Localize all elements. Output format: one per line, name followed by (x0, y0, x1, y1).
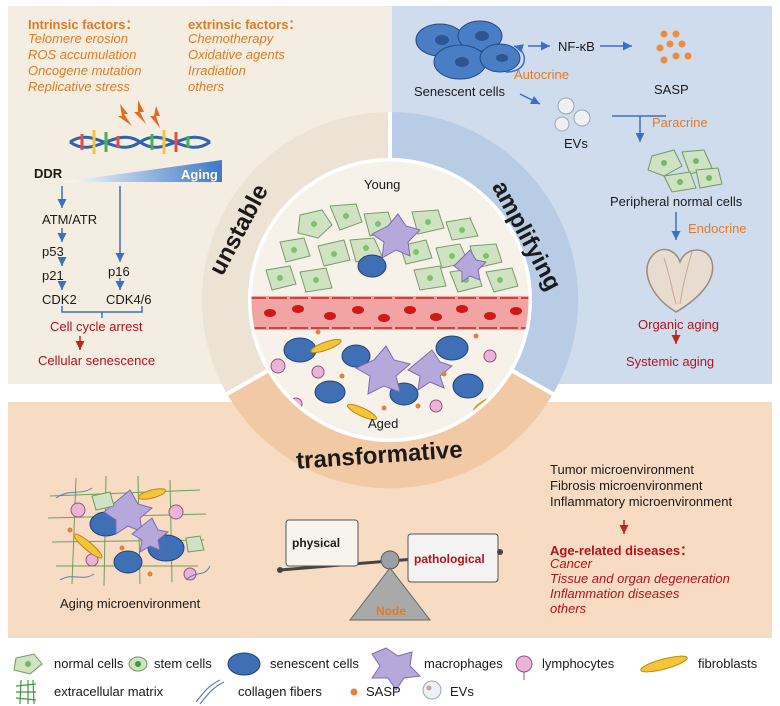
dna-helix-icon (69, 100, 211, 154)
extrinsic-item: others (188, 79, 225, 94)
pathological-label: pathological (414, 552, 485, 566)
disease-item: others (550, 601, 587, 616)
senescent-cells-label: Senescent cells (414, 84, 506, 99)
legend-senescent-cells: senescent cells (270, 656, 359, 671)
paracrine-label: Paracrine (652, 115, 708, 130)
intrinsic-item: Telomere erosion (28, 31, 128, 46)
intrinsic-item: Oncogene mutation (28, 63, 142, 78)
aged-label: Aged (368, 416, 399, 431)
node-label: Node (376, 604, 406, 618)
extrinsic-item: Oxidative agents (188, 47, 285, 62)
organic-aging-label: Organic aging (638, 317, 719, 332)
sasp-label: SASP (654, 82, 689, 97)
peripheral-normal-cells-label: Peripheral normal cells (610, 194, 743, 209)
legend-macrophages: macrophages (424, 656, 503, 671)
cdk46-label: CDK4/6 (106, 292, 152, 307)
extrinsic-item: Chemotherapy (188, 31, 274, 46)
evs-vesicles (554, 97, 591, 132)
aging-microenvironment-illustration (47, 475, 211, 587)
atm-atr-label: ATM/ATR (42, 212, 98, 227)
legend-fibroblasts: fibroblasts (698, 656, 758, 671)
p21-label: p21 (42, 268, 64, 283)
intrinsic-item: Replicative stress (28, 79, 130, 94)
age-related-diseases-title: Age-related diseases： (550, 543, 694, 558)
legend-lymphocytes: lymphocytes (542, 656, 615, 671)
legend-sasp: SASP (366, 684, 401, 699)
legend-stem-cells: stem cells (154, 656, 212, 671)
disease-item: Cancer (550, 556, 592, 571)
aging-microenvironment-label: Aging microenvironment (60, 596, 201, 611)
young-label: Young (364, 177, 401, 192)
legend-evs: EVs (450, 684, 474, 699)
peripheral-normal-cells (647, 149, 723, 193)
ddr-pathway-arrows (57, 186, 143, 318)
heart-organ-icon (646, 248, 714, 313)
extrinsic-factors-title: extrinsic factors： (188, 17, 302, 32)
extrinsic-item: Irradiation (188, 63, 246, 78)
autocrine-label: Autocrine (514, 67, 569, 82)
legend-collagen: collagen fibers (238, 684, 322, 699)
p53-label: p53 (42, 244, 64, 259)
legend-normal-cells: normal cells (54, 656, 124, 671)
p16-label: p16 (108, 264, 130, 279)
aging-gradient-bar (62, 160, 222, 182)
cdk2-label: CDK2 (42, 292, 77, 307)
endocrine-label: Endocrine (688, 221, 747, 236)
intrinsic-item: ROS accumulation (28, 47, 137, 62)
fibrosis-microenvironment-label: Fibrosis microenvironment (550, 478, 703, 493)
disease-item: Inflammation diseases (550, 586, 680, 601)
nfkb-label: NF-κB (558, 39, 595, 54)
systemic-aging-label: Systemic aging (626, 354, 715, 369)
aging-label: Aging (181, 167, 218, 182)
sasp-dots (656, 30, 692, 64)
tissue-circle (250, 160, 530, 440)
evs-label: EVs (564, 136, 588, 151)
ddr-label: DDR (34, 166, 63, 181)
inflammatory-microenvironment-label: Inflammatory microenvironment (550, 494, 733, 509)
physical-label: physical (292, 536, 341, 550)
legend-icons (13, 647, 688, 705)
intrinsic-factors-title: Intrinsic factors： (28, 17, 139, 32)
tumor-microenvironment-label: Tumor microenvironment (550, 462, 695, 477)
balance-scale-icon (277, 519, 503, 621)
senescent-cell-cluster (415, 20, 521, 80)
cellular-senescence-label: Cellular senescence (38, 353, 156, 368)
disease-item: Tissue and organ degeneration (550, 571, 730, 586)
cell-cycle-arrest-label: Cell cycle arrest (50, 319, 143, 334)
legend-ecm: extracellular matrix (54, 684, 164, 699)
